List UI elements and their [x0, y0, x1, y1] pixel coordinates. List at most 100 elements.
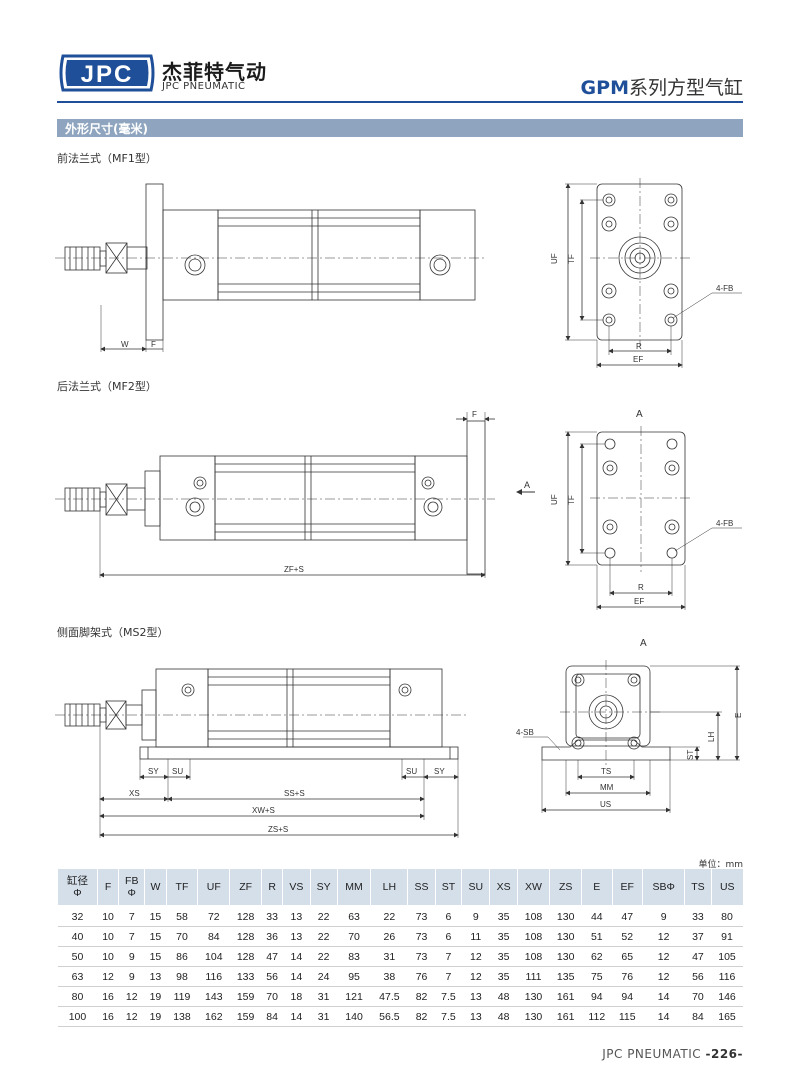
header-divider — [57, 101, 743, 103]
table-cell: 82 — [407, 1006, 436, 1027]
table-cell: 6 — [435, 905, 462, 927]
table-cell: 44 — [581, 905, 612, 927]
table-cell: 80 — [711, 905, 743, 927]
table-cell: 63 — [337, 905, 371, 927]
table-cell: 75 — [581, 966, 612, 987]
table-header-cell: EF — [611, 869, 643, 905]
table-cell: 76 — [407, 966, 436, 987]
table-cell: 7 — [435, 966, 462, 987]
table-cell: 10 — [97, 926, 119, 947]
table-cell: 12 — [461, 946, 490, 967]
table-cell: 9 — [118, 946, 145, 967]
table-cell: 65 — [612, 946, 643, 967]
table-header-cell: E — [581, 869, 612, 905]
table-cell: 82 — [407, 986, 436, 1007]
table-cell: 47.5 — [370, 986, 408, 1007]
table-cell: 83 — [337, 946, 371, 967]
table-unit: 单位：mm — [698, 860, 743, 870]
section-bar — [57, 119, 743, 137]
table-cell: 159 — [229, 986, 262, 1007]
caption-mf2: 后法兰式（MF2型） — [57, 380, 157, 393]
table-cell: 12 — [642, 926, 685, 947]
table-cell: 13 — [461, 986, 490, 1007]
table-header-cell: US — [710, 869, 743, 905]
table-cell: 115 — [612, 1006, 643, 1027]
table-cell: 70 — [337, 926, 371, 947]
table-cell: 140 — [337, 1006, 371, 1027]
table-cell: 22 — [310, 905, 338, 927]
dim-ef-mf2: EF — [634, 597, 644, 606]
table-cell: 95 — [337, 966, 371, 987]
table-cell: 100 — [57, 1006, 98, 1027]
table-cell: 130 — [517, 1006, 550, 1027]
section-title: 外形尺寸(毫米) — [65, 122, 148, 136]
table-cell: 31 — [370, 946, 408, 967]
table-cell: 13 — [461, 1006, 490, 1027]
table-cell: 6 — [435, 926, 462, 947]
footer-brand: JPC PNEUMATIC — [602, 1047, 702, 1061]
table-cell: 9 — [642, 905, 685, 927]
dim-xs: XS — [129, 789, 140, 798]
series-code: GPM — [580, 77, 629, 99]
mf2-side-view: F ZF+S A — [55, 410, 535, 578]
table-cell: 26 — [370, 926, 408, 947]
table-cell: 161 — [549, 986, 582, 1007]
dim-fb: 4-FB — [716, 284, 733, 293]
table-cell: 94 — [612, 986, 643, 1007]
table-cell: 135 — [549, 966, 582, 987]
dim-sss: SS+S — [284, 789, 305, 798]
dim-f-mf2: F — [472, 410, 477, 419]
view-arrow-a: A — [524, 480, 530, 490]
table-cell: 13 — [282, 926, 310, 947]
dim-lh: LH — [707, 732, 716, 742]
table-cell: 7.5 — [435, 986, 462, 1007]
view-label-a-ms2: A — [640, 638, 647, 649]
table-cell: 15 — [144, 926, 167, 947]
table-cell: 18 — [282, 986, 310, 1007]
brand-name-cn: 杰菲特气动 — [162, 60, 267, 84]
dim-uf-mf2: UF — [550, 494, 559, 505]
table-cell: 146 — [711, 986, 743, 1007]
table-cell: 35 — [489, 905, 518, 927]
page-title: GPM系列方型气缸 — [581, 73, 743, 100]
table-cell: 91 — [711, 926, 743, 947]
jpc-logo-icon: JPC — [59, 54, 155, 92]
table-cell: 36 — [261, 926, 283, 947]
table-cell: 9 — [461, 905, 490, 927]
table-cell: 56 — [684, 966, 712, 987]
table-cell: 15 — [144, 905, 167, 927]
dim-sb: 4-SB — [516, 728, 534, 737]
table-header-cell: MM — [336, 869, 371, 905]
table-header-cell: R — [261, 869, 283, 905]
table-cell: 108 — [517, 946, 550, 967]
table-cell: 12 — [642, 946, 685, 967]
table-cell: 32 — [57, 905, 98, 927]
table-header-cell: SS — [407, 869, 436, 905]
table-cell: 16 — [97, 986, 119, 1007]
table-cell: 116 — [197, 966, 230, 987]
table-cell: 52 — [612, 926, 643, 947]
table-cell: 128 — [229, 905, 262, 927]
table-header-cell: SBΦ — [641, 869, 685, 905]
table-header-cell: XW — [516, 869, 550, 905]
table-cell: 63 — [57, 966, 98, 987]
mf1-end-view: UF TF 4-FB R EF — [550, 178, 742, 368]
dim-uf: UF — [550, 253, 559, 264]
table-cell: 73 — [407, 905, 436, 927]
dim-r-mf2: R — [638, 583, 644, 592]
dim-tf: TF — [567, 254, 576, 264]
dim-f: F — [151, 340, 156, 349]
table-cell: 128 — [229, 926, 262, 947]
table-cell: 84 — [197, 926, 230, 947]
dim-mm: MM — [600, 783, 614, 792]
table-cell: 40 — [57, 926, 98, 947]
technical-drawings: W F UF TF 4-FB R EF — [55, 178, 743, 838]
dim-ts: TS — [601, 767, 611, 776]
table-cell: 48 — [489, 986, 518, 1007]
table-header-cell: TS — [684, 869, 712, 905]
table-cell: 165 — [711, 1006, 743, 1027]
table-cell: 14 — [282, 966, 310, 987]
table-cell: 76 — [612, 966, 643, 987]
